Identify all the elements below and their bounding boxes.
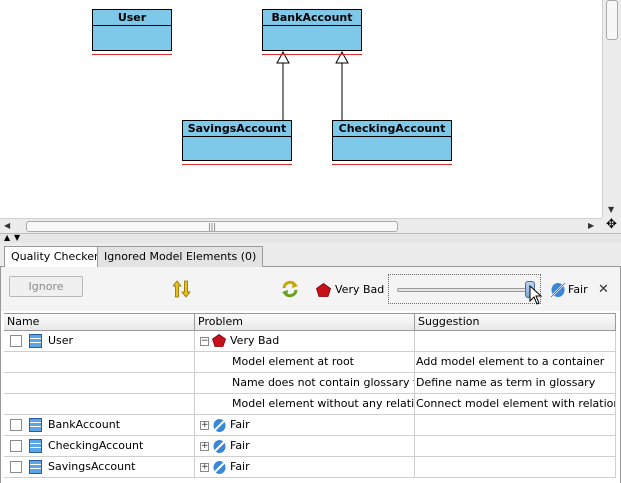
scroll-left-arrow-icon[interactable]: ◀ [4, 221, 11, 230]
tab-bar: Quality Checker Ignored Model Elements (… [0, 243, 621, 268]
close-icon[interactable]: ✕ [598, 282, 609, 297]
quality-checker-panel: Ignore Very Bad [0, 267, 621, 483]
suggestion-text: Add model element to a container [416, 355, 605, 368]
error-underline [332, 164, 452, 165]
table-header: Name Problem Suggestion [4, 314, 616, 331]
class-savingsaccount[interactable]: SavingsAccount [182, 120, 292, 165]
collapse-up-icon[interactable]: ▲ [4, 233, 11, 242]
refresh-icon[interactable] [281, 280, 299, 298]
fair-label: Fair [568, 283, 588, 296]
table-row-problem[interactable]: Model element at root Add model element … [4, 352, 616, 373]
expand-toggle-icon[interactable]: + [200, 462, 209, 472]
scroll-right-arrow-icon[interactable]: ▶ [588, 221, 595, 230]
table-row-problem[interactable]: Name does not contain glossary te... Def… [4, 373, 616, 394]
generalization-checking[interactable] [335, 50, 349, 121]
row-checkbox[interactable] [10, 419, 22, 431]
collapse-down-icon[interactable]: ▼ [14, 233, 21, 242]
vertical-scroll-thumb[interactable] [606, 0, 618, 40]
class-name: BankAccount [263, 10, 361, 26]
column-header-problem[interactable]: Problem [195, 314, 415, 330]
severity-label: Fair [230, 439, 250, 452]
table-row-savingsaccount[interactable]: SavingsAccount + Fair [4, 457, 616, 478]
very-bad-icon [316, 283, 331, 297]
expand-toggle-icon[interactable]: + [200, 420, 209, 430]
row-name: SavingsAccount [48, 460, 136, 473]
very-bad-icon [212, 334, 226, 347]
column-header-name[interactable]: Name [4, 314, 195, 330]
fair-icon [212, 460, 227, 475]
class-name: User [93, 10, 171, 26]
fair-icon [550, 282, 566, 298]
problem-text: Name does not contain glossary te... [232, 376, 415, 389]
scroll-down-arrow-icon[interactable]: ▼ [608, 205, 615, 214]
table-row-problem[interactable]: Model element without any relatio... Con… [4, 394, 616, 415]
toolbar: Ignore Very Bad [1, 267, 620, 311]
generalization-edges [276, 50, 349, 121]
error-underline [92, 54, 172, 55]
pan-move-icon[interactable]: ✥ [602, 218, 621, 233]
class-user[interactable]: User [92, 9, 172, 55]
table-row-checkingaccount[interactable]: CheckingAccount + Fair [4, 436, 616, 457]
fair-icon [212, 439, 227, 454]
row-checkbox[interactable] [10, 335, 22, 347]
class-icon [29, 439, 42, 453]
horizontal-scroll-thumb[interactable]: ||| [26, 221, 398, 232]
row-checkbox[interactable] [10, 440, 22, 452]
error-underline [182, 164, 292, 165]
problem-text: Model element without any relatio... [232, 397, 415, 410]
class-checkingaccount[interactable]: CheckingAccount [332, 120, 452, 165]
column-header-suggestion[interactable]: Suggestion [415, 314, 616, 330]
panel-splitter[interactable]: ▲ ▼ [0, 233, 621, 243]
class-icon [29, 418, 42, 432]
class-icon [29, 334, 42, 348]
severity-label: Very Bad [230, 334, 280, 347]
horizontal-scrollbar[interactable]: ◀ ||| ▶ [0, 218, 602, 233]
error-underline [262, 54, 362, 55]
ignore-button[interactable]: Ignore [9, 276, 83, 297]
collapse-toggle-icon[interactable]: − [200, 336, 209, 346]
very-bad-label: Very Bad [335, 283, 385, 296]
suggestion-text: Define name as term in glossary [416, 376, 596, 389]
severity-slider[interactable] [388, 274, 541, 304]
expand-toggle-icon[interactable]: + [200, 441, 209, 451]
fair-icon [212, 418, 227, 433]
severity-label: Fair [230, 418, 250, 431]
class-name: SavingsAccount [183, 121, 291, 137]
severity-label: Fair [230, 460, 250, 473]
row-name: CheckingAccount [48, 439, 144, 452]
generalization-savings[interactable] [276, 50, 290, 121]
class-icon [29, 460, 42, 474]
mouse-cursor-icon [529, 285, 543, 305]
row-name: BankAccount [48, 418, 121, 431]
slider-track [397, 288, 533, 292]
problem-text: Model element at root [232, 355, 354, 368]
table-row-user[interactable]: User − Very Bad [4, 331, 616, 352]
class-bankaccount[interactable]: BankAccount [262, 9, 362, 55]
suggestion-text: Connect model element with relationship [416, 397, 615, 410]
tab-quality-checker[interactable]: Quality Checker [4, 246, 106, 268]
sort-icon[interactable] [173, 280, 193, 298]
class-name: CheckingAccount [333, 121, 451, 137]
vertical-scrollbar[interactable]: ▼ [602, 0, 621, 218]
row-checkbox[interactable] [10, 461, 22, 473]
row-name: User [48, 334, 74, 347]
table-row-bankaccount[interactable]: BankAccount + Fair [4, 415, 616, 436]
problems-table: Name Problem Suggestion User − Very Bad [4, 313, 616, 478]
tab-ignored-model-elements[interactable]: Ignored Model Elements (0) [97, 246, 264, 267]
diagram-canvas[interactable]: User BankAccount SavingsAccount Checking… [0, 0, 602, 218]
